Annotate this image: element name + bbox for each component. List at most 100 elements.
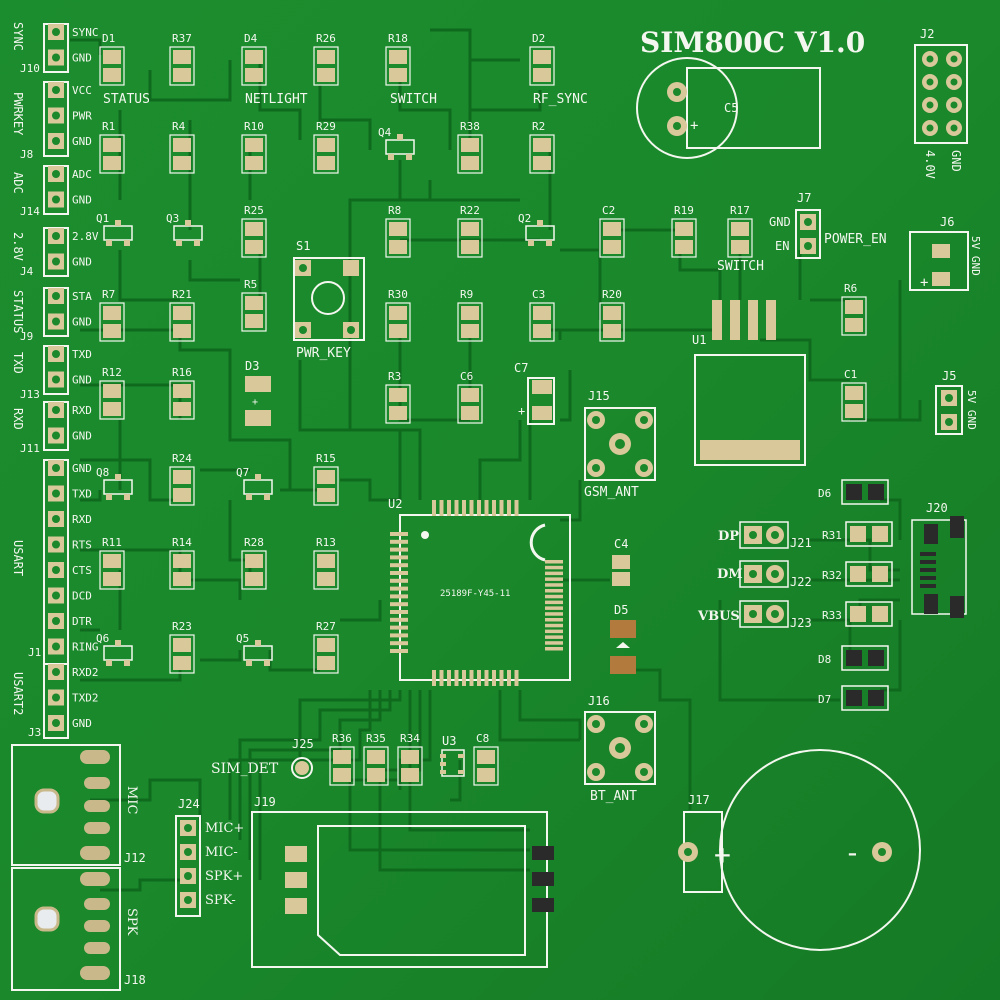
transistor-q7: [243, 474, 273, 500]
audio-header-j24[interactable]: [175, 815, 201, 917]
left-pin-labels: SYNCGNDVCCPWRGNDADCGND2.8VGNDSTAGNDTXDGN…: [48, 24, 99, 731]
label-plus-j17: +: [714, 838, 731, 871]
u2-pads: [390, 500, 563, 686]
ref-R37: R37: [172, 32, 192, 45]
j2-pads: [922, 51, 962, 136]
label-bt-ant: BT_ANT: [590, 789, 637, 804]
ref-R13: R13: [316, 536, 336, 549]
group-name-usart2: USART2: [11, 672, 25, 715]
header-j21[interactable]: [739, 521, 789, 549]
smd-r12: [99, 380, 125, 420]
capacitor-c5: +: [636, 57, 821, 159]
label-gnd-j2: GND: [949, 150, 963, 172]
ref-R5: R5: [244, 278, 257, 291]
ref-J4: J4: [20, 265, 34, 278]
smd-r3: [385, 384, 411, 424]
ref-R6: R6: [844, 282, 857, 295]
sim-holder-u1: [694, 300, 806, 466]
ref-R27: R27: [316, 620, 336, 633]
pin-label-j8-1: PWR: [72, 110, 92, 123]
ref-C5: C5: [724, 101, 738, 115]
ref-J7: J7: [797, 191, 811, 205]
ref-R2: R2: [532, 120, 545, 133]
header-j7[interactable]: [795, 209, 821, 259]
audio-jack-j12-mic[interactable]: [11, 744, 121, 866]
pin-label-j1-0: GND: [72, 462, 92, 475]
ref-R30: R30: [388, 288, 408, 301]
label-5v-gnd-j6: 5V GND: [969, 236, 982, 276]
label-dm: DM: [717, 567, 743, 582]
ref-R15: R15: [316, 452, 336, 465]
led-d4: [241, 46, 267, 86]
pin-label-j1-7: RING: [72, 641, 99, 654]
smd-r29: [313, 134, 339, 174]
led-r18: [385, 46, 411, 86]
header-j2[interactable]: [914, 44, 968, 144]
label-spk: SPK: [124, 908, 139, 936]
smd-c3: [529, 302, 555, 342]
ref-J20: J20: [926, 501, 948, 515]
ref-R14: R14: [172, 536, 192, 549]
pin-label-j8-2: GND: [72, 135, 92, 148]
label-dp: DP: [718, 529, 739, 544]
transistor-q8: [103, 474, 133, 500]
group-name-sync: SYNC: [11, 22, 25, 51]
group-name-2v8: 2.8V: [11, 232, 25, 261]
pin-label-j1-2: RXD: [72, 513, 92, 526]
smd-r36: [329, 746, 355, 786]
test-point-j25[interactable]: [291, 757, 313, 779]
ref-C2: C2: [602, 204, 615, 217]
ref-U2: U2: [388, 497, 402, 511]
smd-r20: [599, 302, 625, 342]
ref-C1: C1: [844, 368, 857, 381]
group-name-status: STATUS: [11, 290, 25, 333]
header-j23[interactable]: [739, 600, 789, 628]
pwr-key-switch-s1[interactable]: [293, 257, 365, 341]
header-j5[interactable]: [935, 385, 963, 435]
ref-J17: J17: [688, 793, 710, 807]
label-4v0: 4.0V: [923, 150, 937, 179]
ref-R23: R23: [172, 620, 192, 633]
ref-R16: R16: [172, 366, 192, 379]
pin-label-j4-0: 2.8V: [72, 230, 99, 243]
led-d1: [99, 46, 125, 86]
ref-R38: R38: [460, 120, 480, 133]
ref-J25: J25: [292, 737, 314, 751]
smd-r4: [169, 134, 195, 174]
label-power-en: POWER_EN: [824, 232, 887, 247]
ref-D5: D5: [614, 603, 628, 617]
svg-text:+: +: [252, 397, 258, 408]
transistor-q5: [243, 640, 273, 666]
label-gsm-ant: GSM_ANT: [584, 485, 639, 500]
smd-c2: [599, 218, 625, 258]
pin-label-j1-5: DCD: [72, 590, 92, 603]
antenna-connector-j16[interactable]: [584, 711, 656, 785]
chip-marking: 25189F-Y45-11: [440, 589, 510, 599]
antenna-connector-j15[interactable]: [584, 407, 656, 481]
pin-label-j3-0: RXD2: [72, 666, 99, 679]
ref-J6: J6: [940, 215, 954, 229]
pin-label-j4-1: GND: [72, 256, 92, 269]
connector-j6[interactable]: +: [909, 231, 969, 291]
usb-connector-j20[interactable]: [911, 516, 967, 618]
led-d3: +: [245, 376, 271, 426]
audio-jack-j18-spk[interactable]: [11, 867, 121, 991]
ref-Q7: Q7: [236, 466, 249, 479]
smd-r13: [313, 550, 339, 590]
group-name-txd: TXD: [11, 352, 25, 374]
smd-c6: [457, 384, 483, 424]
transistor-q1: [103, 220, 133, 246]
sim-socket-j19[interactable]: [251, 811, 554, 968]
ref-D3: D3: [245, 359, 259, 373]
smd-r28: [241, 550, 267, 590]
ref-J15: J15: [588, 389, 610, 403]
pin-label-j3-1: TXD2: [72, 692, 99, 705]
ref-Q8: Q8: [96, 466, 109, 479]
diode-d5: [610, 620, 636, 674]
ref-R10: R10: [244, 120, 264, 133]
coin-cell-holder-j17[interactable]: [678, 749, 921, 951]
header-j22[interactable]: [739, 560, 789, 588]
group-name-adc: ADC: [11, 172, 25, 194]
smd-r17: [727, 218, 753, 258]
ref-J10: J10: [20, 62, 40, 75]
